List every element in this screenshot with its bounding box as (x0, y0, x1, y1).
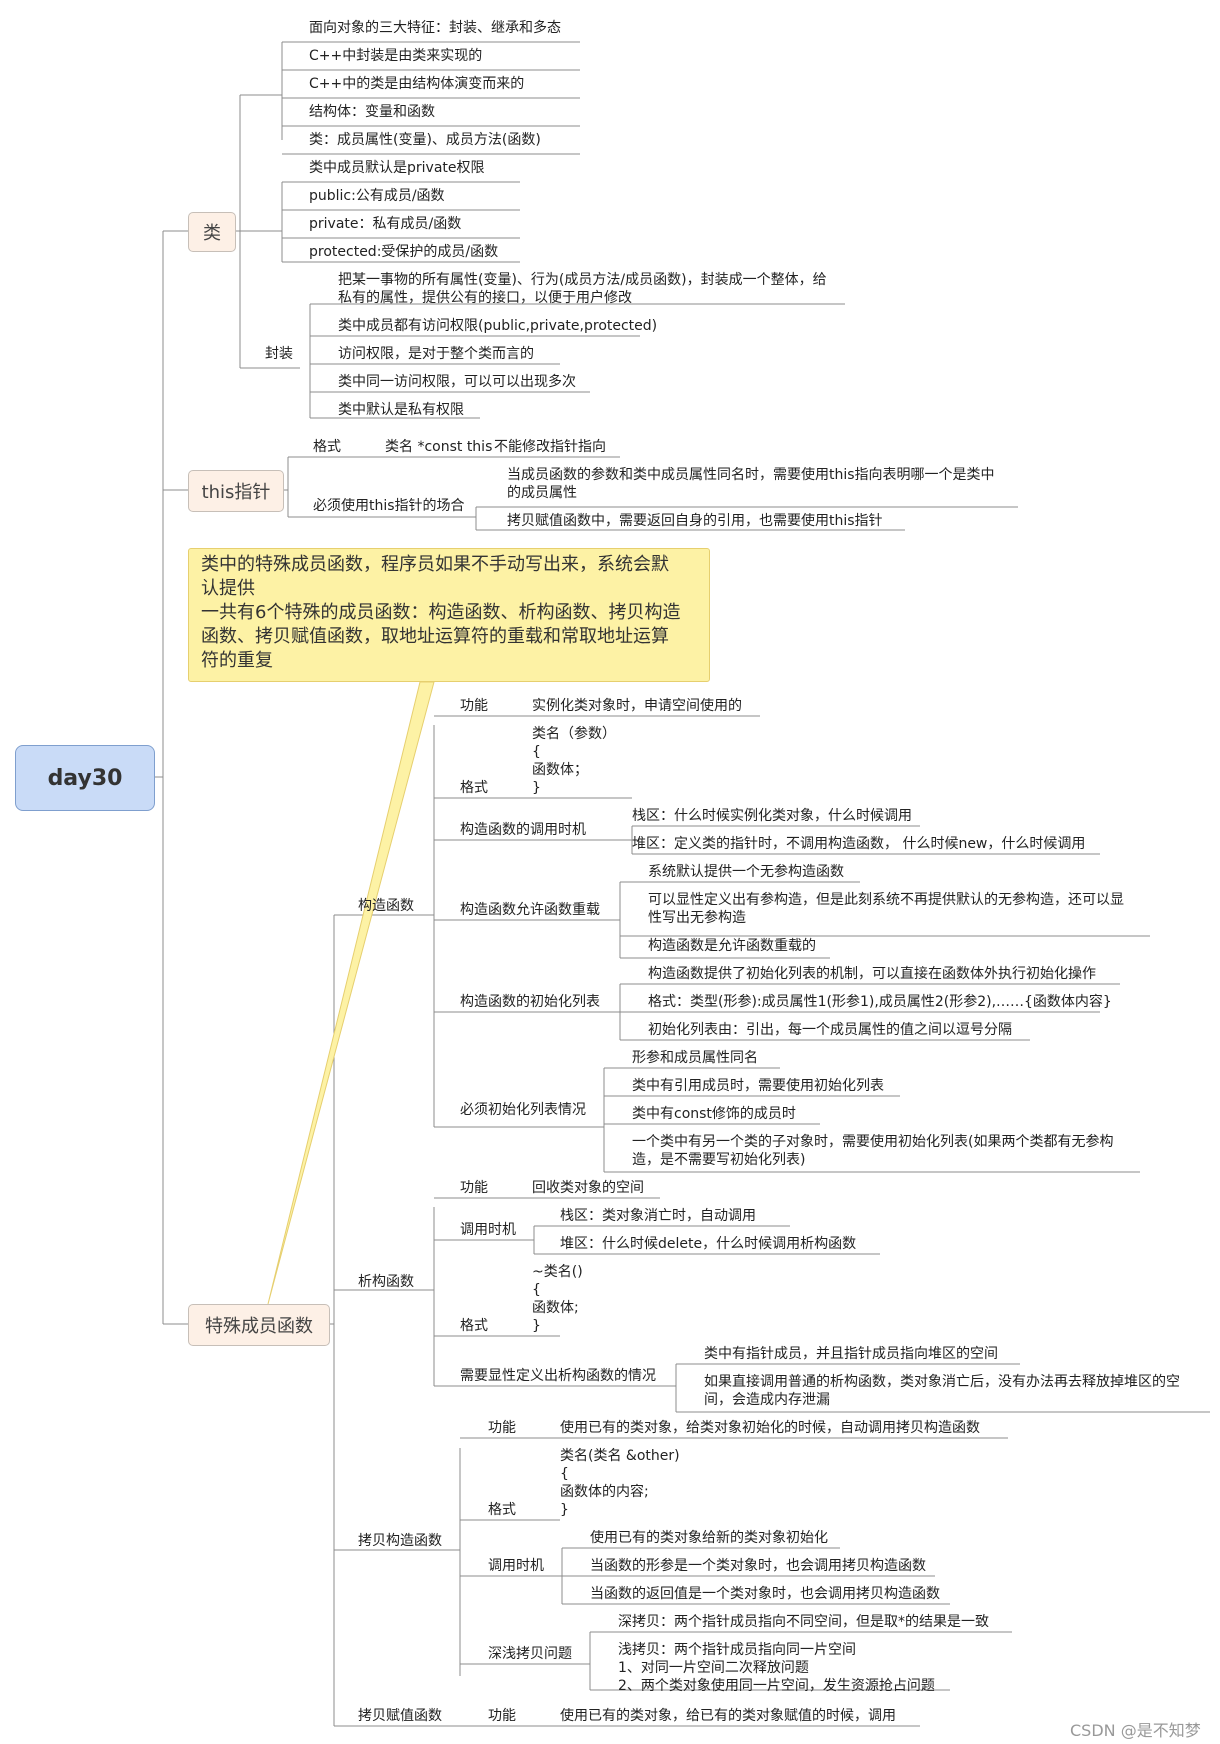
encapsulation-item[interactable]: 把某一事物的所有属性(变量)、行为(成员方法/成员函数)，封装成一个整体，给 私… (338, 272, 827, 306)
encapsulation-label[interactable]: 封装 (265, 346, 293, 362)
this-format-label[interactable]: 格式 (313, 439, 341, 455)
dtor-call-label[interactable]: 调用时机 (460, 1222, 516, 1238)
ctor-fmt-value[interactable]: 类名（参数） { 函数体； } (532, 726, 616, 796)
this-format-value[interactable]: 类名 *const this (385, 439, 493, 455)
ctor-must-label[interactable]: 必须初始化列表情况 (460, 1102, 586, 1118)
ctor-init-label[interactable]: 构造函数的初始化列表 (460, 994, 600, 1010)
class-item[interactable]: C++中的类是由结构体演变而来的 (309, 76, 525, 92)
branch-special-member-functions[interactable]: 特殊成员函数 (188, 1304, 330, 1346)
encapsulation-item[interactable]: 类中成员都有访问权限(public,private,protected) (338, 318, 658, 334)
ctor-fmt-label[interactable]: 格式 (460, 780, 488, 796)
branch-class[interactable]: 类 (188, 212, 236, 252)
ctor-func-label[interactable]: 功能 (460, 698, 488, 714)
class-item[interactable]: protected:受保护的成员/函数 (309, 244, 499, 260)
copy-ctor-func-value[interactable]: 使用已有的类对象，给类对象初始化的时候，自动调用拷贝构造函数 (560, 1420, 980, 1436)
ctor-must-item[interactable]: 类中有const修饰的成员时 (632, 1106, 796, 1122)
ctor-func-value[interactable]: 实例化类对象时，申请空间使用的 (532, 698, 742, 714)
ctor-must-item[interactable]: 类中有引用成员时，需要使用初始化列表 (632, 1078, 884, 1094)
copy-ctor-call-item[interactable]: 当函数的返回值是一个类对象时，也会调用拷贝构造函数 (590, 1586, 940, 1602)
ctor-init-item[interactable]: 初始化列表由：引出，每一个成员属性的值之间以逗号分隔 (648, 1022, 1012, 1038)
special-functions-note: 类中的特殊成员函数，程序员如果不手动写出来，系统会默 认提供 一共有6个特殊的成… (188, 548, 710, 682)
watermark: CSDN @是不知梦 (1070, 1721, 1201, 1740)
ctor-label[interactable]: 构造函数 (358, 898, 414, 914)
ctor-overload-item[interactable]: 可以显性定义出有参构造，但是此刻系统不再提供默认的无参构造，还可以显 性写出无参… (648, 892, 1124, 926)
ctor-call-item[interactable]: 栈区：什么时候实例化类对象，什么时候调用 (632, 808, 912, 824)
dtor-fmt-label[interactable]: 格式 (460, 1318, 488, 1334)
class-item[interactable]: public:公有成员/函数 (309, 188, 445, 204)
class-item[interactable]: 结构体：变量和函数 (309, 104, 435, 120)
dtor-label[interactable]: 析构函数 (358, 1274, 414, 1290)
copy-ctor-fmt-label[interactable]: 格式 (488, 1502, 516, 1518)
this-must-item[interactable]: 拷贝赋值函数中，需要返回自身的引用，也需要使用this指针 (507, 513, 883, 529)
ctor-overload-item[interactable]: 系统默认提供一个无参构造函数 (648, 864, 844, 880)
copy-ctor-deep-item[interactable]: 深拷贝：两个指针成员指向不同空间，但是取*的结果是一致 (618, 1614, 989, 1630)
ctor-overload-item[interactable]: 构造函数是允许函数重载的 (648, 938, 816, 954)
ctor-overload-label[interactable]: 构造函数允许函数重载 (460, 902, 600, 918)
encapsulation-item[interactable]: 访问权限，是对于整个类而言的 (338, 346, 534, 362)
ctor-init-item[interactable]: 格式：类型(形参):成员属性1(形参1),成员属性2(形参2),……{函数体内容… (648, 994, 1112, 1010)
copy-ctor-call-label[interactable]: 调用时机 (488, 1558, 544, 1574)
dtor-fmt-value[interactable]: ~类名() { 函数体; } (532, 1264, 583, 1334)
note-pointer (267, 681, 435, 1305)
encapsulation-item[interactable]: 类中同一访问权限，可以可以出现多次 (338, 374, 576, 390)
encapsulation-item[interactable]: 类中默认是私有权限 (338, 402, 464, 418)
dtor-func-label[interactable]: 功能 (460, 1180, 488, 1196)
copy-ctor-call-item[interactable]: 使用已有的类对象给新的类对象初始化 (590, 1530, 828, 1546)
copy-assign-label[interactable]: 拷贝赋值函数 (358, 1708, 442, 1724)
this-must-label[interactable]: 必须使用this指针的场合 (313, 498, 465, 514)
copy-ctor-call-item[interactable]: 当函数的形参是一个类对象时，也会调用拷贝构造函数 (590, 1558, 926, 1574)
ctor-call-item[interactable]: 堆区：定义类的指针时，不调用构造函数， 什么时候new，什么时候调用 (632, 836, 1086, 852)
this-format-note[interactable]: 不能修改指针指向 (494, 439, 606, 455)
ctor-call-label[interactable]: 构造函数的调用时机 (460, 822, 586, 838)
ctor-must-item[interactable]: 一个类中有另一个类的子对象时，需要使用初始化列表(如果两个类都有无参构 造，是不… (632, 1134, 1114, 1168)
this-must-item[interactable]: 当成员函数的参数和类中成员属性同名时，需要使用this指向表明哪一个是类中 的成… (507, 467, 995, 501)
copy-ctor-deep-label[interactable]: 深浅拷贝问题 (488, 1646, 572, 1662)
class-item[interactable]: 类：成员属性(变量)、成员方法(函数) (309, 132, 541, 148)
dtor-need-label[interactable]: 需要显性定义出析构函数的情况 (460, 1368, 656, 1384)
dtor-call-item[interactable]: 堆区：什么时候delete，什么时候调用析构函数 (560, 1236, 857, 1252)
dtor-call-item[interactable]: 栈区：类对象消亡时，自动调用 (560, 1208, 756, 1224)
copy-ctor-deep-item[interactable]: 浅拷贝：两个指针成员指向同一片空间 1、对同一片空间二次释放问题 2、两个类对象… (618, 1642, 935, 1694)
dtor-need-item[interactable]: 如果直接调用普通的析构函数，类对象消亡后，没有办法再去释放掉堆区的空 间，会造成… (704, 1374, 1180, 1408)
branch-this-pointer[interactable]: this指针 (188, 470, 284, 512)
copy-ctor-label[interactable]: 拷贝构造函数 (358, 1533, 442, 1549)
class-item[interactable]: private：私有成员/函数 (309, 216, 462, 232)
class-item[interactable]: C++中封装是由类来实现的 (309, 48, 483, 64)
ctor-init-item[interactable]: 构造函数提供了初始化列表的机制，可以直接在函数体外执行初始化操作 (648, 966, 1096, 982)
class-item[interactable]: 类中成员默认是private权限 (309, 160, 485, 176)
root-node[interactable]: day30 (15, 745, 155, 811)
class-item[interactable]: 面向对象的三大特征：封装、继承和多态 (309, 20, 561, 36)
dtor-func-value[interactable]: 回收类对象的空间 (532, 1180, 644, 1196)
copy-assign-func-value[interactable]: 使用已有的类对象，给已有的类对象赋值的时候，调用 (560, 1708, 896, 1724)
copy-ctor-func-label[interactable]: 功能 (488, 1420, 516, 1436)
dtor-need-item[interactable]: 类中有指针成员，并且指针成员指向堆区的空间 (704, 1346, 998, 1362)
ctor-must-item[interactable]: 形参和成员属性同名 (632, 1050, 758, 1066)
copy-assign-func-label[interactable]: 功能 (488, 1708, 516, 1724)
copy-ctor-fmt-value[interactable]: 类名(类名 &other) { 函数体的内容; } (560, 1448, 680, 1518)
